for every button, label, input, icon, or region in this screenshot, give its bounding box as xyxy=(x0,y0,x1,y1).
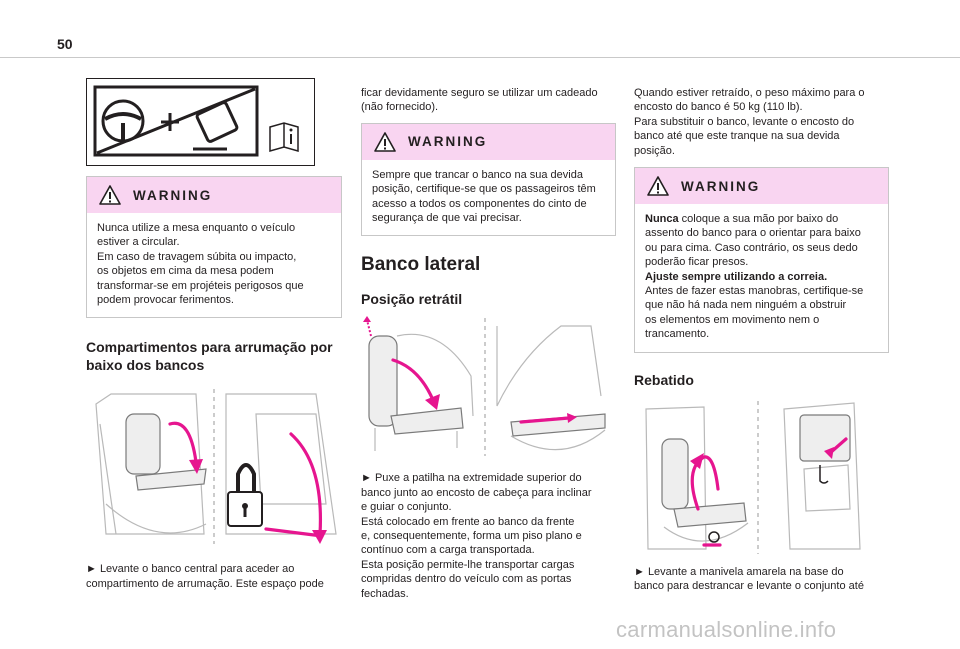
warning-box: WARNING Nunca coloque a sua mão por baix… xyxy=(634,167,889,353)
warning-text: Nunca coloque a sua mão por baixo do ass… xyxy=(635,204,888,352)
caption-line: banco junto ao encosto de cabeça para in… xyxy=(361,486,592,499)
warning-triangle-icon xyxy=(647,176,669,196)
warning-line: acesso a todos os componentes do cinto d… xyxy=(372,197,587,210)
warning-line: ou para cima. Caso contrário, os seus de… xyxy=(645,241,858,254)
warning-line: que não há nada nem ninguém a obstruir xyxy=(645,299,847,312)
warning-line: segurança de que vai precisar. xyxy=(372,212,522,225)
caption-line: ► Levante a manivela amarela na base do xyxy=(634,565,844,578)
caption-line: fechadas. xyxy=(361,587,409,600)
header-rule xyxy=(0,57,960,58)
warning-header: WARNING xyxy=(362,123,615,160)
warning-line: os objetos em cima da mesa podem xyxy=(97,265,274,278)
manual-info-icon xyxy=(269,122,299,152)
warning-title: WARNING xyxy=(133,187,213,203)
warning-header: WARNING xyxy=(635,168,888,205)
subsection-title: Rebatido xyxy=(634,371,694,388)
warning-line: transformar-se em projéteis perigosos qu… xyxy=(97,279,304,292)
caption-line: compartimento de arrumação. Este espaço … xyxy=(86,577,324,590)
warning-line: Sempre que trancar o banco na sua devida xyxy=(372,168,583,181)
warning-line: trancamento. xyxy=(645,328,710,341)
storage-caption: ► Levante o banco central para aceder ao… xyxy=(86,562,342,591)
retractable-seat-illustration xyxy=(363,316,606,457)
tumble-seat-illustration xyxy=(645,400,861,554)
warning-emphasis: Nunca xyxy=(645,213,679,226)
warning-line: podem provocar ferimentos. xyxy=(97,294,234,307)
warning-line: Em caso de travagem súbita ou impacto, xyxy=(97,250,297,263)
caption-line: e guiar o conjunto. xyxy=(361,501,452,514)
middle-column: ficar devidamente seguro se utilizar um … xyxy=(361,86,616,601)
tumble-caption: ► Levante a manivela amarela na base do … xyxy=(634,565,889,594)
warning-line: assento do banco para o orientar para ba… xyxy=(645,227,861,240)
warning-line: Antes de fazer estas manobras, certifiqu… xyxy=(645,285,864,298)
section-heading-storage: Compartimentos para arrumação por baixo … xyxy=(86,338,342,374)
caption-line: contínuo com a carga transportada. xyxy=(361,544,535,557)
caption-line: Esta posição permite-lhe transportar car… xyxy=(361,558,575,571)
storage-compartment-illustration xyxy=(95,389,337,545)
warning-triangle-icon xyxy=(99,185,121,205)
heading-line: Compartimentos para arrumação por xyxy=(86,339,333,356)
no-steering-table-pictogram xyxy=(93,85,299,157)
warning-text: Sempre que trancar o banco na sua devida… xyxy=(362,160,615,236)
caption-line: banco para destrancar e levante o conjun… xyxy=(634,580,864,593)
intro-line: Quando estiver retraído, o peso máximo p… xyxy=(634,87,865,99)
intro-line: Para substituir o banco, levante o encos… xyxy=(634,115,855,128)
section-title: Banco lateral xyxy=(361,254,481,276)
warning-line: os elementos em movimento nem o xyxy=(645,313,820,326)
warning-text: Nunca utilize a mesa enquanto o veículo … xyxy=(87,213,341,317)
left-column: WARNING Nunca utilize a mesa enquanto o … xyxy=(86,78,342,591)
watermark: carmanualsonline.info xyxy=(616,617,837,642)
warning-bold-line: Ajuste sempre utilizando a correia. xyxy=(645,270,828,283)
warning-title: WARNING xyxy=(408,134,488,150)
intro-line: (não fornecido). xyxy=(361,101,439,114)
caption-line: compridas dentro do veículo com as porta… xyxy=(361,573,572,586)
intro-line: encosto do banco é 50 kg (110 lb). xyxy=(634,101,803,114)
warning-triangle-icon xyxy=(374,132,396,152)
warning-line: Nunca coloque a sua mão por baixo do xyxy=(645,212,878,226)
pictogram-box xyxy=(86,78,315,166)
retractable-caption: ► Puxe a patilha na extremidade superior… xyxy=(361,471,616,601)
heading-line: baixo dos bancos xyxy=(86,357,205,374)
subsection-title: Posição retrátil xyxy=(361,291,463,308)
page-number: 50 xyxy=(57,36,73,52)
warning-line: poderão ficar presos. xyxy=(645,256,749,269)
warning-line: posição, certifique-se que os passageiro… xyxy=(372,183,596,196)
warning-line: Nunca utilize a mesa enquanto o veículo xyxy=(97,222,296,234)
warning-title: WARNING xyxy=(681,178,761,194)
intro-line: posição. xyxy=(634,144,675,157)
warning-line: estiver a circular. xyxy=(97,236,180,249)
warning-box: WARNING Sempre que trancar o banco na su… xyxy=(361,122,616,237)
caption-line: ► Puxe a patilha na extremidade superior… xyxy=(361,472,582,485)
warning-header: WARNING xyxy=(87,177,341,213)
caption-line: e, consequentemente, forma um piso plano… xyxy=(361,530,582,543)
caption-line: Está colocado em frente ao banco da fren… xyxy=(361,515,575,528)
warning-line-rest: coloque a sua mão por baixo do xyxy=(678,213,839,226)
intro-line: ficar devidamente seguro se utilizar um … xyxy=(361,87,598,99)
intro-line: banco até que este tranque na sua devida xyxy=(634,130,840,143)
warning-box: WARNING Nunca utilize a mesa enquanto o … xyxy=(86,176,342,319)
right-column: Quando estiver retraído, o peso máximo p… xyxy=(634,86,889,594)
caption-line: ► Levante o banco central para aceder ao xyxy=(86,563,295,576)
